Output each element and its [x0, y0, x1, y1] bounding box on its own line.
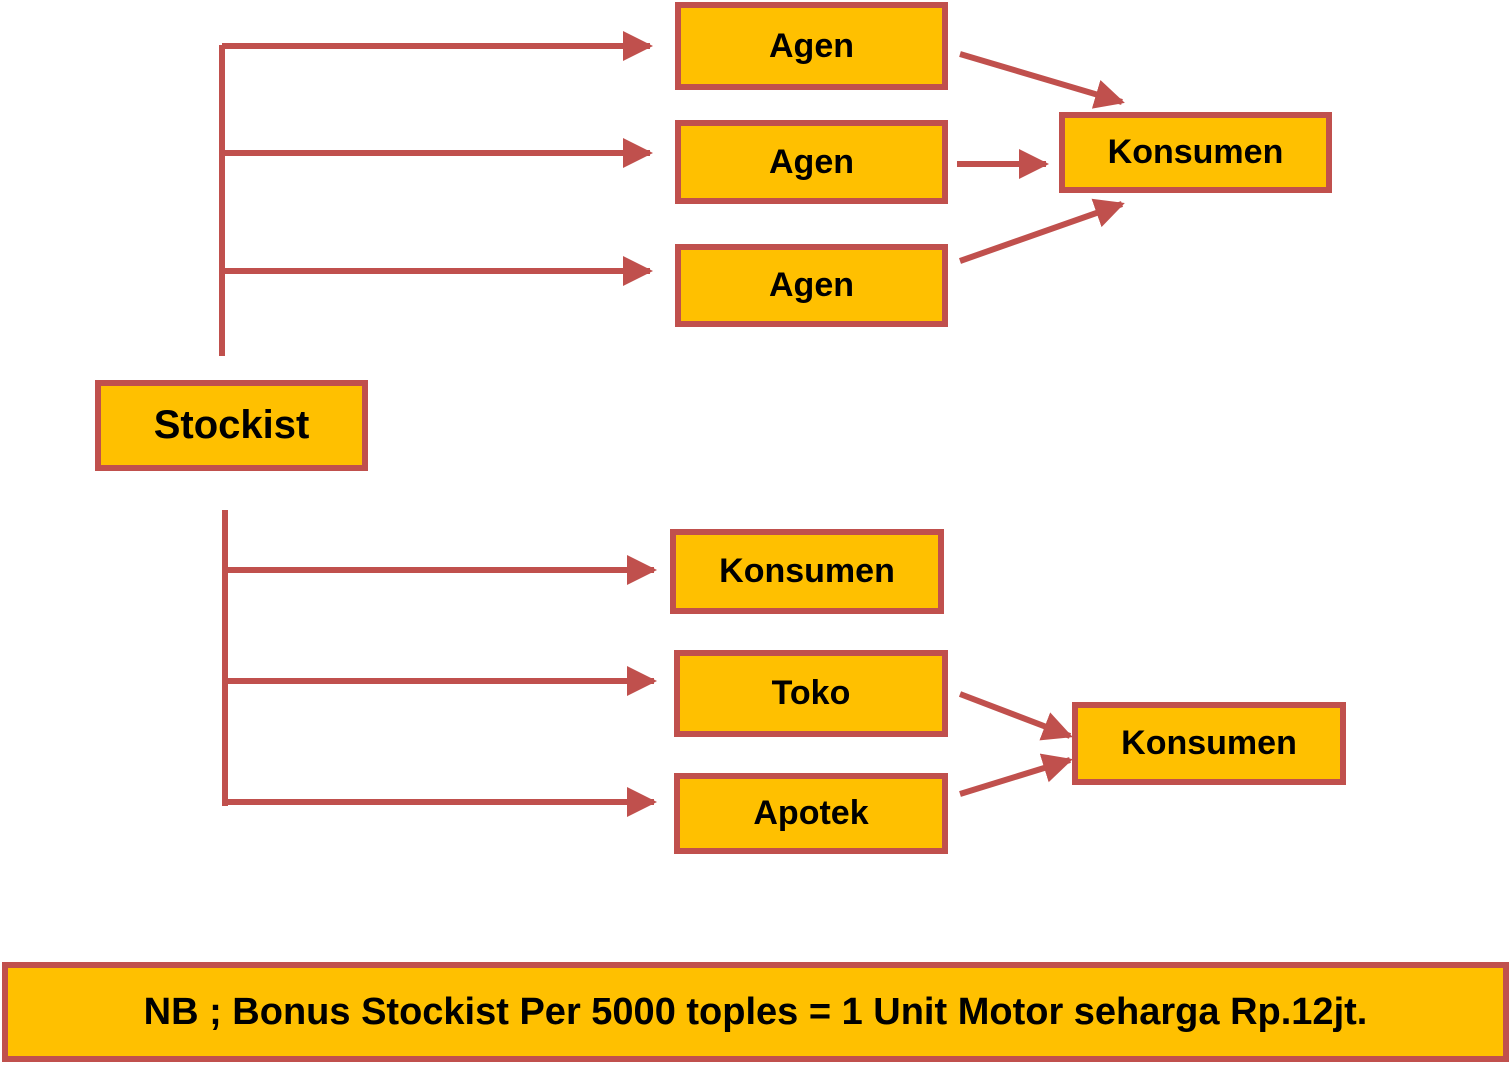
konsumen-node-direct: Konsumen: [670, 529, 944, 614]
agen-node-2: Agen: [675, 120, 948, 204]
arrow-apotek-to-konsumen: [959, 753, 1073, 797]
toko-node: Toko: [674, 650, 948, 737]
arrow-agen-3-to-konsumen: [959, 198, 1125, 264]
konsumen-node-agen: Konsumen: [1059, 112, 1332, 193]
agen-node-3: Agen: [675, 244, 948, 327]
arrow-agen-1-to-konsumen: [959, 51, 1125, 109]
bonus-note: NB ; Bonus Stockist Per 5000 toples = 1 …: [2, 962, 1509, 1062]
agen-node-1: Agen: [675, 2, 948, 90]
arrow-toko-to-konsumen: [958, 691, 1073, 741]
apotek-node: Apotek: [674, 773, 948, 854]
stockist-node: Stockist: [95, 380, 368, 471]
konsumen-node-retail: Konsumen: [1072, 702, 1346, 785]
